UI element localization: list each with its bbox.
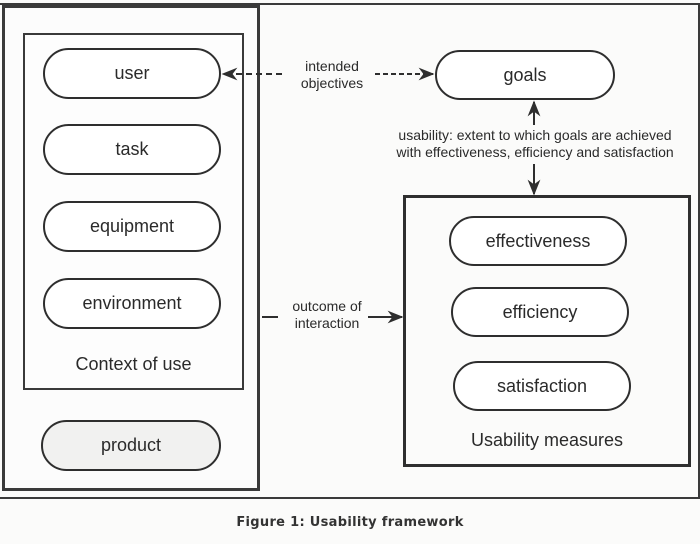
equipment-label: equipment [89,216,175,236]
usability-definition-line-1: usability: extent to which goals are ach… [398,127,672,143]
task-label: task [115,139,149,159]
outcome-of-interaction-label: outcome of interaction [278,298,376,332]
intended-objectives-line-2: objectives [300,75,364,91]
effectiveness-node: effectiveness [449,216,627,266]
intended-objectives-line-1: intended [305,58,359,74]
usability-definition-line-2: with effectiveness, efficiency and satis… [396,144,674,160]
satisfaction-label: satisfaction [496,375,588,396]
figure-frame [0,3,700,499]
effectiveness-label: effectiveness [485,230,591,251]
user-node: user [43,48,221,99]
efficiency-node: efficiency [451,287,629,337]
user-label: user [114,63,150,83]
product-label: product [100,435,162,455]
intended-objectives-label: intended objectives [282,58,382,92]
environment-label: environment [82,293,182,313]
usability-measures-title: Usability measures [470,430,624,450]
goals-node: goals [435,50,615,100]
efficiency-label: efficiency [502,301,578,322]
environment-node: environment [43,278,221,329]
usability-definition-label: usability: extent to which goals are ach… [372,127,698,161]
outcome-line-2: interaction [294,315,360,331]
context-of-use-title: Context of use [75,354,192,374]
task-node: task [43,124,221,175]
outcome-line-1: outcome of [292,298,362,314]
satisfaction-node: satisfaction [453,361,631,411]
figure-caption: Figure 1: Usability framework [236,515,464,530]
product-node: product [41,420,221,471]
goals-label: goals [503,64,547,85]
equipment-node: equipment [43,201,221,252]
